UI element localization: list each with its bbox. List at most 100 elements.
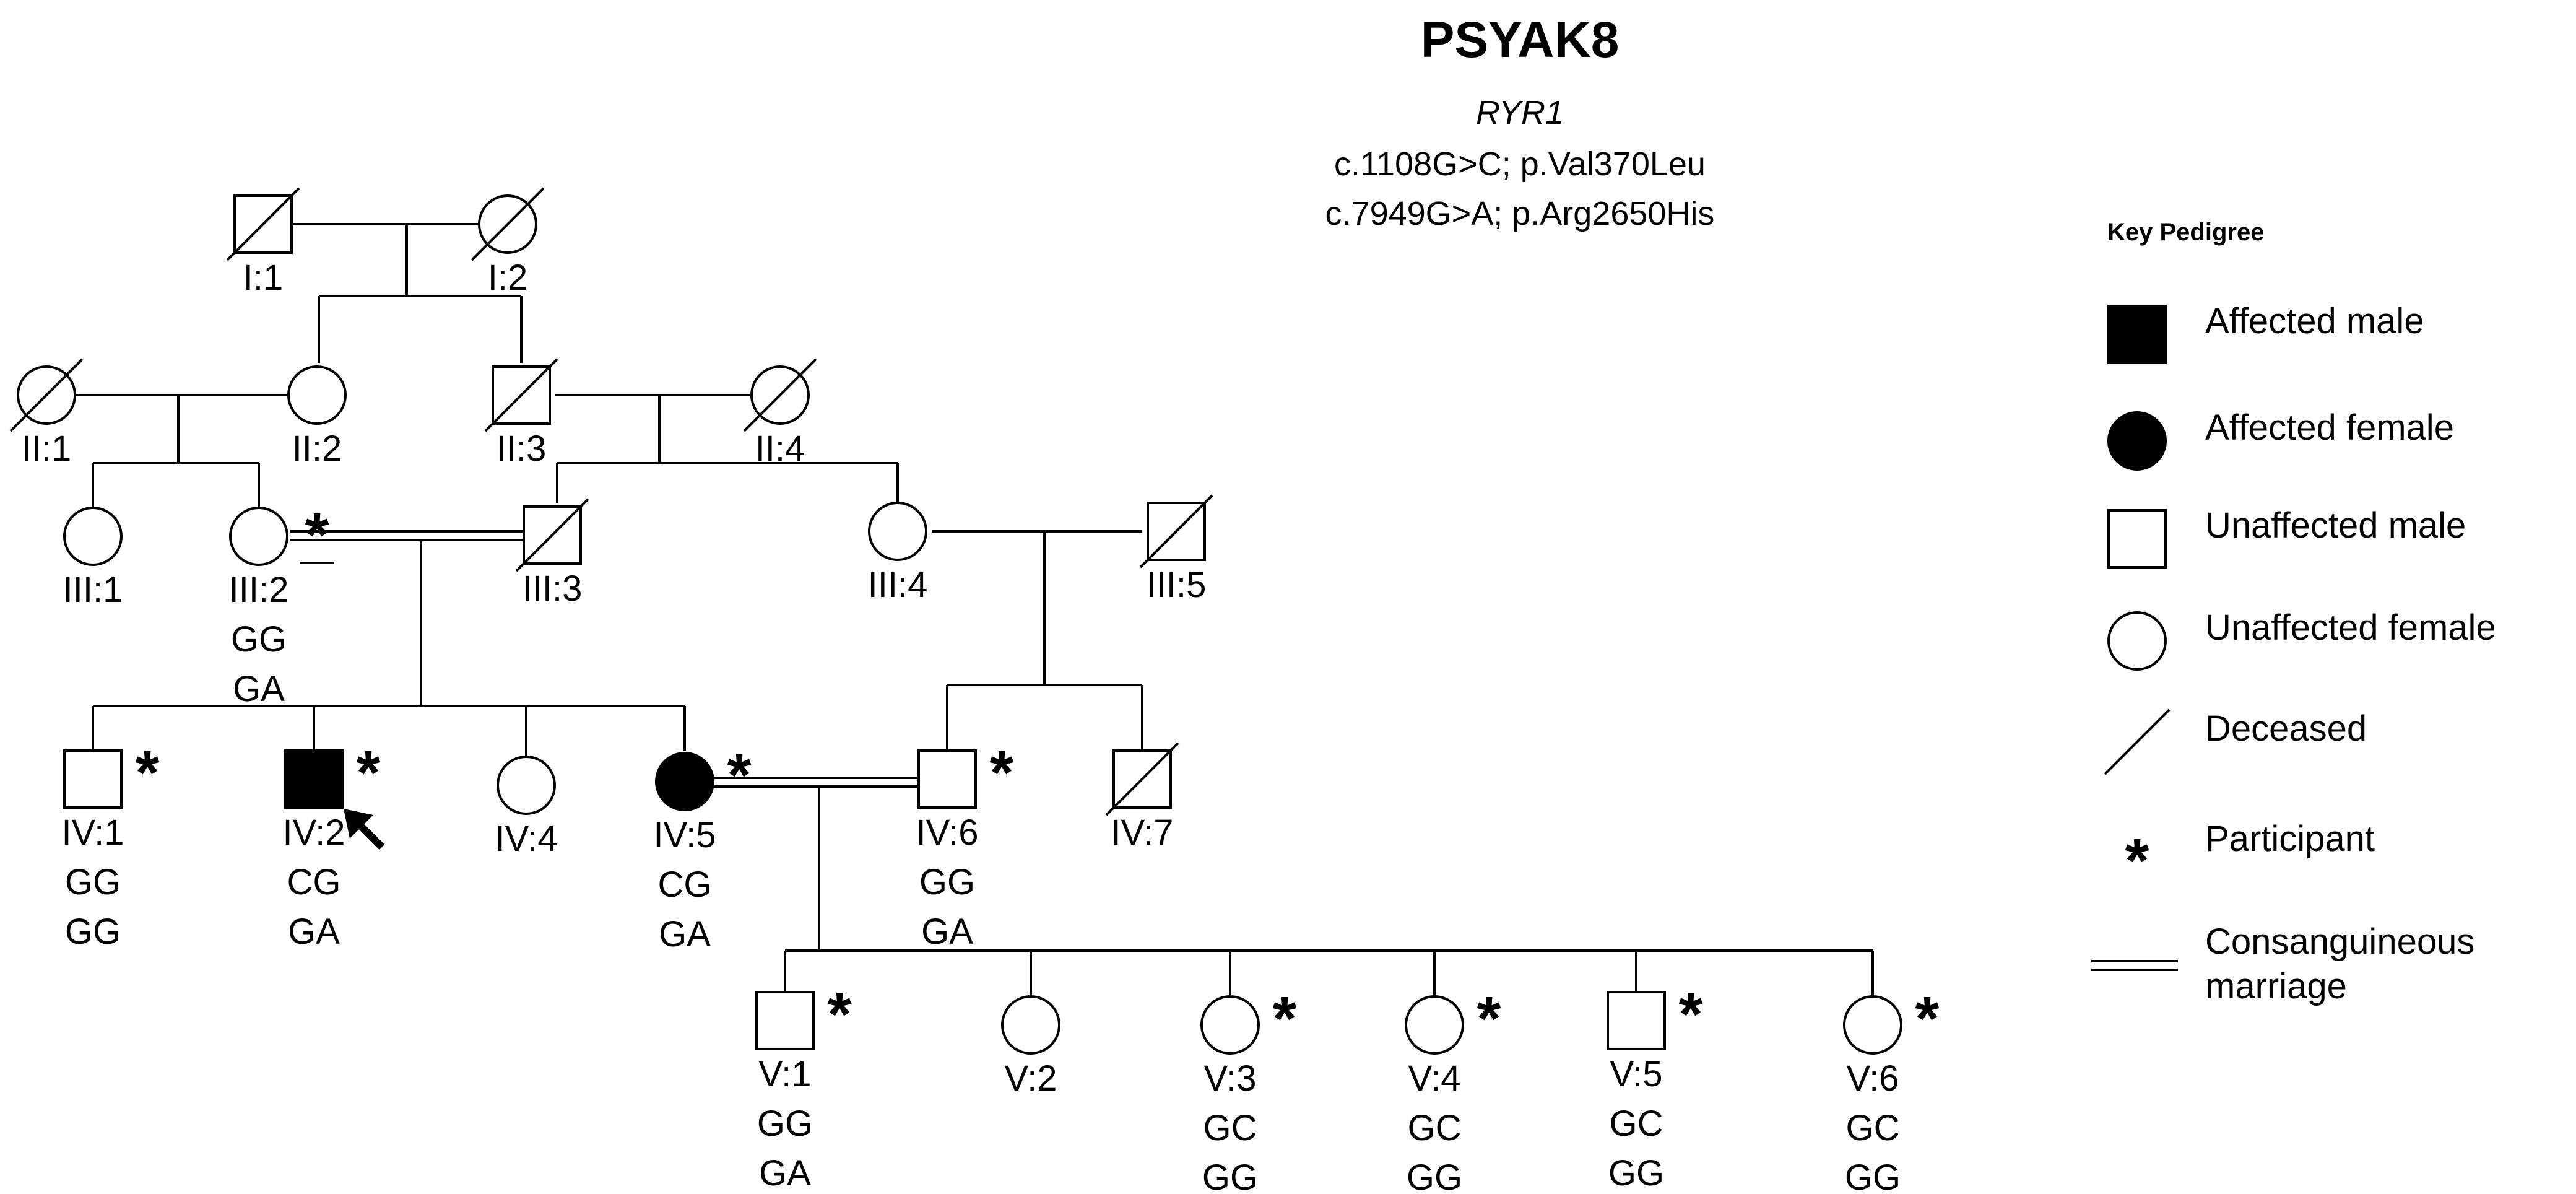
individual-id-label: II:1 [22,429,72,469]
legend-item-deceased: Deceased [2104,708,2367,775]
individual-id-label: V:6 [1847,1058,1899,1099]
individual-id-label: I:2 [488,258,528,298]
genotype-label: GC [1203,1108,1257,1148]
genotype-label: GA [288,912,340,952]
genotype-label: GG [231,619,287,660]
individual-iii-3-deceased-slash [515,498,589,572]
individual-iv-1-square [63,749,123,809]
participant-asterisk: * [305,500,329,570]
individual-id-label: V:4 [1408,1058,1461,1099]
legend-label: Unaffected female [2205,608,2496,648]
individual-id-label: III:1 [63,570,123,610]
legend-item-affected-female: Affected female [2107,407,2454,471]
individual-id-label: IV:4 [495,819,557,859]
deceased-symbol [2104,708,2171,775]
individual-iii-4: III:4 [868,502,927,605]
participant-symbol: * [2125,826,2149,896]
individual-iii-2: III:2GG GA * [229,500,334,709]
legend-label: Consanguineous [2205,922,2474,962]
genotype-label: GA [759,1153,811,1193]
participant-asterisk: * [1477,984,1501,1053]
individual-iii-4-circle [868,502,927,561]
legend-item-unaffected-female: Unaffected female [2107,608,2496,671]
genotype-label: GA [233,669,285,709]
genotype-label: GG [757,1104,813,1144]
individual-v-6-circle [1843,995,1902,1055]
individual-id-label: II:2 [292,429,342,469]
individual-i-2: I:2 [471,187,545,298]
participant-asterisk: * [990,738,1014,808]
participant-asterisk: * [1915,984,1940,1053]
genotype-label: CG [658,865,712,905]
individual-id-label: I:1 [243,258,284,298]
individual-i-1: I:1 [226,187,300,298]
gene-name: RYR1 [1476,94,1564,131]
unaffected-male-symbol [2107,509,2167,569]
individual-id-label: III:2 [229,570,289,610]
genotype-label: GC [1610,1104,1663,1144]
genotype-label: GG [65,912,121,952]
affected-male-symbol [2107,305,2167,364]
individual-id-label: IV:2 [282,813,345,853]
genotype-label: GA [659,914,711,954]
genotype-label: GG [1608,1153,1664,1193]
individual-iv-2-square [284,749,344,809]
individual-ii-4-deceased-slash [743,358,817,432]
individual-id-label: IV:7 [1111,813,1173,853]
individual-id-label: II:4 [755,429,805,469]
individual-id-label: II:3 [497,429,547,469]
individual-iii-1-circle [63,507,123,566]
individual-id-label: III:3 [523,569,583,609]
legend-label: Participant [2205,819,2375,859]
participant-asterisk: * [1273,984,1297,1053]
genotype-label: GG [1845,1157,1901,1194]
legend-label: Deceased [2205,708,2367,749]
legend-item-affected-male: Affected male [2107,301,2424,364]
individual-i-2-deceased-slash [471,187,545,261]
individual-iii-5-deceased-slash [1139,494,1213,569]
individual-iv-4: IV:4 [495,756,558,859]
individual-ii-2-circle [287,365,347,425]
genotype-label: GC [1846,1108,1900,1148]
individual-ii-1-deceased-slash [9,358,84,432]
genotype-label: GG [1202,1157,1258,1194]
individual-iv-4-circle [497,756,556,815]
individual-v-6: V:6GC GG * [1843,984,1940,1194]
individual-iv-5-circle [655,752,714,811]
legend-item-unaffected-male: Unaffected male [2107,505,2466,569]
participant-asterisk: * [136,738,160,808]
legend-label: Affected male [2205,301,2424,341]
pedigree-lines [73,223,1874,997]
genotype-label: CG [287,862,341,902]
individual-id-label: IV:6 [916,813,978,853]
individual-id-label: IV:5 [653,815,716,855]
individual-iii-3: III:3 [515,498,589,609]
variant-2: c.7949G>A; p.Arg2650His [1325,195,1715,232]
individual-iv-7-deceased-slash [1105,742,1179,816]
individual-ii-1: II:1 [9,358,84,469]
unaffected-female-symbol [2107,611,2167,671]
legend-item-participant: * Participant [2125,819,2375,896]
genotype-label: GG [919,862,975,902]
legend-label: Unaffected male [2205,505,2466,546]
individual-v-2: V:2 [1001,995,1060,1099]
participant-asterisk: * [357,738,381,808]
legend-label: Affected female [2205,407,2454,448]
individual-iv-2: IV:2CG GA * [282,738,385,952]
individual-i-1-deceased-slash [226,187,300,261]
individual-v-5-square [1607,991,1666,1050]
legend-title: Key Pedigree [2107,219,2264,246]
participant-asterisk: * [1679,980,1703,1049]
individual-id-label: III:5 [1147,565,1207,605]
individual-ii-4: II:4 [743,358,817,469]
individual-iv-7: IV:7 [1105,742,1179,853]
